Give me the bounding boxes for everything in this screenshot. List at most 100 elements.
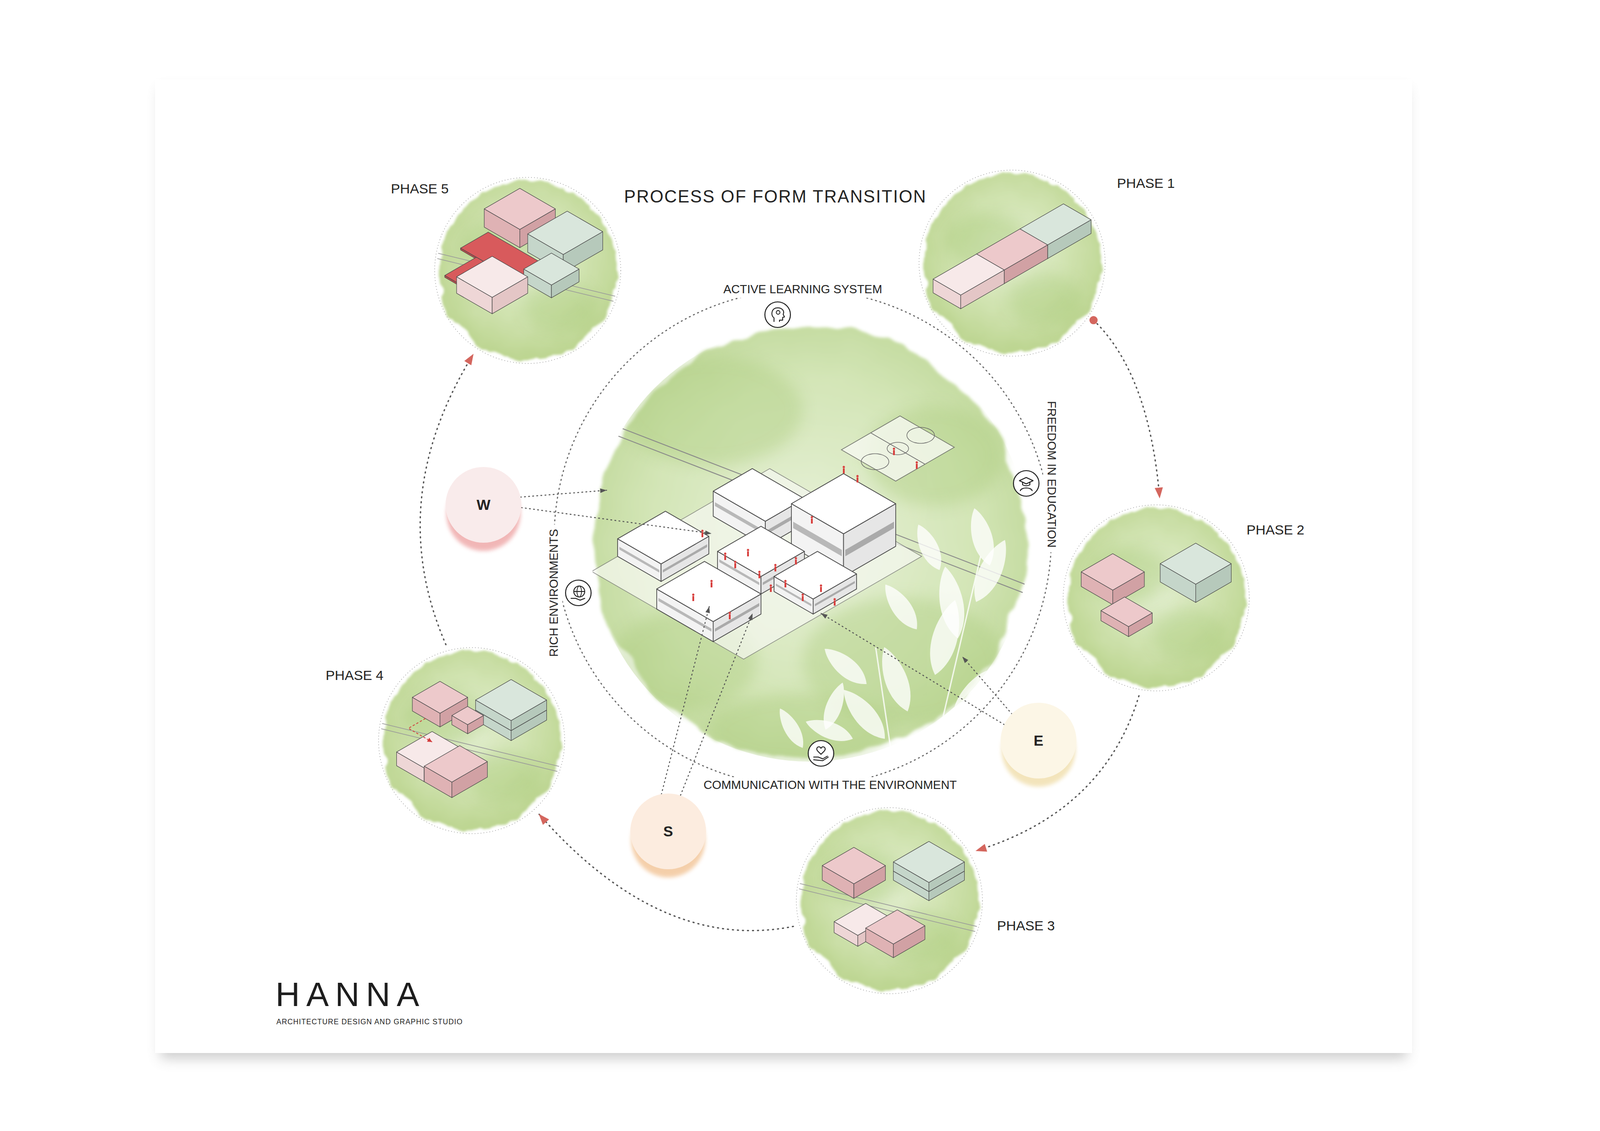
arrowhead (975, 843, 988, 852)
person-mark (724, 552, 727, 556)
orientation-bubble: W (445, 467, 522, 543)
phase-art (1062, 503, 1251, 692)
icon-glyph (573, 586, 585, 598)
person-mark (701, 532, 704, 538)
person-mark (820, 584, 823, 588)
person-mark (769, 587, 772, 593)
person-mark (724, 555, 727, 561)
person-mark (728, 614, 731, 620)
massing-blocks (1081, 543, 1232, 637)
icon-ring (808, 740, 834, 767)
person-mark (758, 573, 761, 579)
theme-icon (1013, 470, 1039, 497)
icon-glyph (776, 310, 780, 315)
person-mark (801, 593, 805, 597)
leader-line (680, 613, 753, 796)
phase-label: PHASE 1 (1116, 175, 1175, 191)
leaf (986, 622, 1048, 683)
person-mark (810, 518, 813, 524)
concept-ring (554, 289, 1052, 787)
person-mark (701, 529, 704, 533)
massing-blocks (933, 203, 1091, 309)
phase-label: PHASE 4 (325, 667, 384, 683)
ring-label: FREEDOM IN EDUCATION (1043, 396, 1060, 553)
phase-outline (434, 177, 621, 364)
leader-arrowhead (705, 530, 712, 536)
bubble-letter: S (663, 823, 673, 841)
phase-watercolor (1066, 508, 1246, 688)
theme-icon (565, 580, 592, 606)
phase-art (918, 169, 1107, 358)
icon-ring (1013, 470, 1039, 497)
person-mark (842, 466, 846, 469)
phase-watercolor (922, 173, 1102, 353)
phase-label: PHASE 5 (390, 181, 449, 197)
icon-glyph (1022, 482, 1030, 486)
block-face (933, 254, 1005, 296)
window-band (775, 583, 812, 607)
person-mark (747, 551, 749, 557)
theme-icon (764, 301, 791, 328)
window-band (715, 602, 760, 632)
person-mark (769, 584, 773, 588)
phase-circle: PHASE 2 (1062, 503, 1251, 692)
transition-arrow (1089, 316, 1164, 499)
person-mark (833, 600, 836, 606)
leader-line (820, 613, 1005, 725)
watercolor-patch (620, 355, 803, 466)
bubble-letter: W (476, 496, 491, 514)
block-face (424, 745, 488, 783)
site-plane (591, 468, 922, 660)
person-mark (915, 461, 919, 464)
connector-line (1093, 320, 1160, 499)
icon-glyph (771, 307, 785, 322)
theme-icon (808, 740, 834, 767)
leaf (818, 641, 873, 692)
window-band (658, 597, 712, 632)
person-mark (710, 582, 713, 588)
bubble-fill (1000, 702, 1077, 779)
leaf (818, 680, 851, 733)
person-mark (794, 557, 798, 560)
leader-arrowhead (962, 656, 969, 664)
person-mark (692, 593, 695, 597)
person-mark (915, 463, 918, 469)
person-mark (734, 563, 737, 569)
start-dot (1089, 316, 1098, 325)
diagram-title: PROCESS OF FORM TRANSITION (623, 187, 927, 208)
phase-label: PHASE 3 (997, 918, 1055, 934)
ring-label: COMMUNICATION WITH THE ENVIRONMENT (698, 777, 962, 794)
logo-tagline: ARCHITECTURE DESIGN AND GRAPHIC STUDIO (276, 1018, 463, 1027)
block-face (822, 847, 886, 884)
block-face (484, 188, 556, 230)
person-mark (893, 450, 895, 456)
phase-ground (377, 690, 566, 803)
court-line (887, 442, 909, 455)
leaf (964, 505, 1000, 569)
person-mark (856, 475, 859, 478)
phase-circle: PHASE 3 (795, 806, 984, 995)
icon-glyph (571, 598, 585, 601)
massing-blocks (396, 679, 547, 798)
bubble-letter: E (1033, 732, 1044, 750)
phase-art (433, 176, 622, 365)
leader-line (520, 490, 607, 498)
block-face (527, 211, 603, 255)
ring-label: ACTIVE LEARNING SYSTEM (718, 281, 887, 298)
person-mark (784, 582, 787, 588)
block-face (412, 681, 468, 714)
icon-glyph (1020, 488, 1033, 491)
phase-circle: PHASE 5 (433, 176, 622, 365)
shift-arrow (426, 737, 432, 743)
court-line (906, 427, 935, 444)
shift-arrow (408, 718, 432, 743)
phase-watercolor (382, 651, 562, 831)
person-mark (856, 477, 859, 483)
transition-arrow (975, 696, 1139, 852)
leaf (910, 520, 948, 574)
person-mark (810, 516, 814, 519)
